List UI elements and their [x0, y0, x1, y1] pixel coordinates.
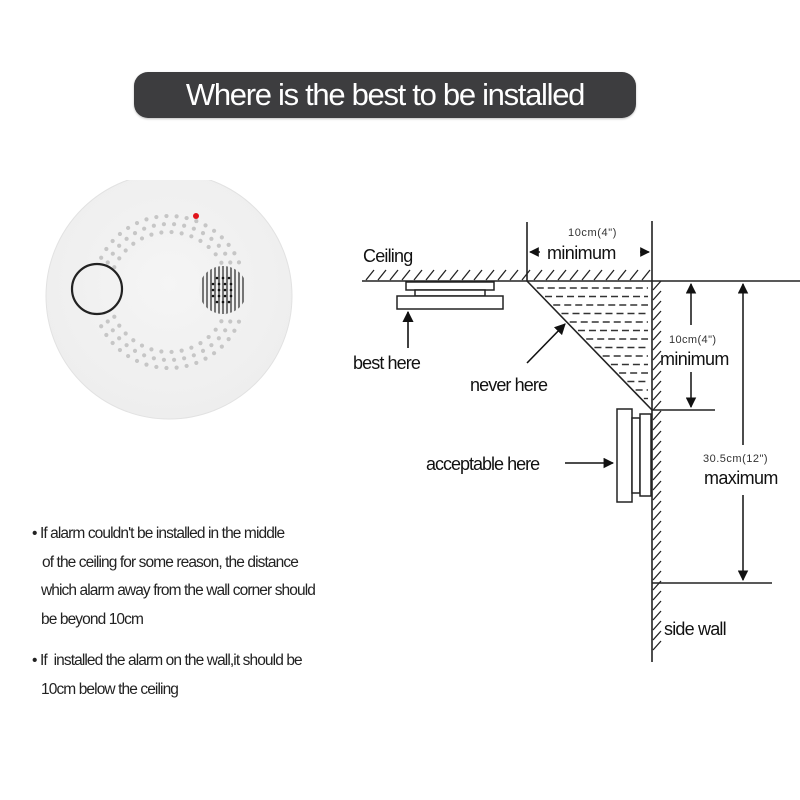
note-line: of the ceiling for some reason, the dist… — [42, 553, 299, 571]
test-button-icon — [70, 262, 124, 316]
wall-max-dimension-value: 30.5cm(12") — [703, 453, 768, 465]
indicator-led-icon — [193, 213, 199, 219]
wall-max-dimension-label: maximum — [704, 468, 778, 488]
installation-notes: • If alarm couldn't be installed in the … — [32, 520, 392, 717]
speaker-grille-icon — [199, 266, 247, 314]
wall-min-dimension-label: minimum — [660, 349, 729, 369]
installation-diagram: Ceiling best here never here acceptable … — [340, 200, 800, 680]
ceiling-detector-icon — [396, 281, 504, 310]
bullet-icon: • — [32, 525, 37, 542]
note-line: If alarm couldn't be installed in the mi… — [39, 525, 285, 542]
best-here-label: best here — [353, 353, 421, 373]
wall-min-dimension-value: 10cm(4") — [669, 334, 716, 346]
top-dimension-label: minimum — [547, 243, 616, 263]
wall-detector-icon — [616, 408, 652, 503]
note-line: 10cm below the ceiling — [41, 680, 179, 698]
note-line: be beyond 10cm — [41, 610, 144, 628]
title-banner: Where is the best to be installed — [134, 72, 636, 118]
ceiling-label: Ceiling — [363, 246, 412, 266]
note-line: If installed the alarm on the wall,it sh… — [39, 652, 303, 669]
bullet-icon: • — [32, 652, 37, 669]
page-title: Where is the best to be installed — [185, 77, 586, 112]
smoke-detector-icon — [45, 172, 293, 420]
top-dimension-value: 10cm(4") — [568, 227, 617, 239]
smoke-detector-image — [40, 172, 300, 420]
note-item: • If installed the alarm on the wall,it … — [32, 647, 392, 704]
note-item: • If alarm couldn't be installed in the … — [32, 520, 392, 634]
acceptable-here-label: acceptable here — [426, 454, 540, 474]
never-here-label: never here — [470, 375, 548, 395]
note-line: which alarm away from the wall corner sh… — [41, 582, 316, 599]
side-wall-label: side wall — [664, 619, 726, 639]
dead-air-boundary — [526, 280, 653, 411]
